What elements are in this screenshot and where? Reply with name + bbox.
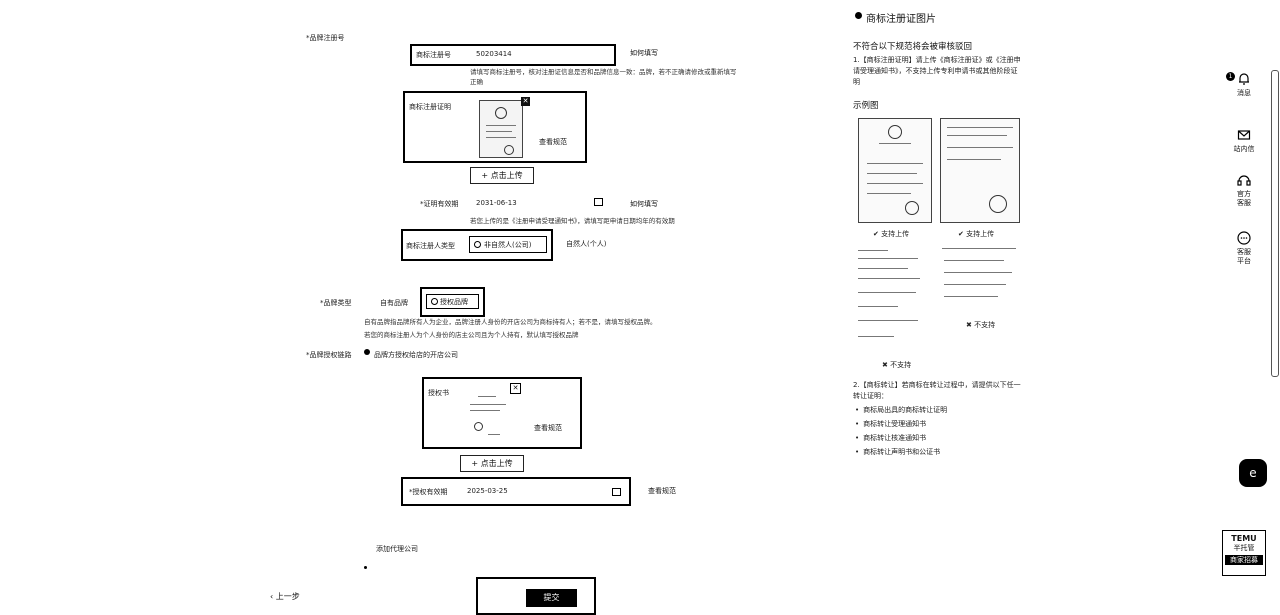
mail-icon	[1237, 130, 1251, 140]
panel-title: 商标注册证图片	[855, 10, 936, 25]
auth-valid-field[interactable]: *授权有效期 2025-03-25	[401, 477, 631, 506]
radio-checked-icon[interactable]	[364, 349, 370, 355]
check-circle-icon: ✔	[958, 230, 967, 238]
check-circle-icon: ✔	[873, 230, 882, 238]
transfer-proof-item: 商标转让受理通知书	[855, 419, 926, 429]
close-icon[interactable]: ✕	[510, 383, 521, 394]
info-icon	[855, 12, 862, 19]
example-image-4	[940, 246, 1018, 316]
trademark-hint: 请填写商标注册号，核对注册证信息是否和品牌信息一致：品牌，若不正确请修改或重新填…	[470, 68, 737, 86]
example-image-3	[856, 246, 928, 354]
close-icon[interactable]: ✕	[521, 97, 530, 106]
brand-type-own[interactable]: 自有品牌	[380, 299, 408, 307]
registrant-option-individual[interactable]: 自然人(个人)	[566, 240, 607, 248]
brand-type-label: *品牌类型	[320, 299, 352, 307]
chat-icon	[1237, 231, 1251, 245]
promo-cta: 商家招募	[1225, 555, 1263, 565]
cert-thumbnail[interactable]	[479, 100, 523, 158]
how-to-fill-link-2[interactable]: 如何填写	[630, 200, 658, 208]
support-label-1: ✔ 支持上传	[873, 230, 910, 238]
promo-title: TEMU	[1231, 534, 1257, 543]
sidebar-label: 官方客服	[1237, 190, 1251, 207]
promo-sub: 半托管	[1233, 544, 1255, 552]
not-support-label-2: ✖ 不支持	[882, 361, 912, 369]
sidebar-label: 消息	[1237, 89, 1251, 97]
trademark-no-label: 商标注册号	[416, 51, 451, 59]
auth-valid-value[interactable]: 2025-03-25	[467, 487, 508, 495]
brand-type-authorized[interactable]: 授权品牌	[420, 287, 485, 317]
trademark-no-field[interactable]: 商标注册号 50203414	[410, 44, 616, 66]
registrant-type-label: 商标注册人类型	[406, 242, 455, 250]
trademark-no-value[interactable]: 50203414	[476, 50, 512, 58]
auth-doc-upload-area: 授权书 ✕ 查看规范	[422, 377, 582, 449]
view-spec-link-3[interactable]: 查看规范	[648, 487, 676, 495]
sidebar-item-inbox[interactable]: 站内信	[1226, 128, 1262, 154]
bullet-dot	[364, 566, 367, 569]
view-spec-link[interactable]: 查看规范	[539, 138, 567, 146]
cert-valid-value[interactable]: 2031-06-13	[476, 199, 517, 207]
support-label-2: ✔ 支持上传	[958, 230, 995, 238]
sidebar-item-service-platform[interactable]: 客服平台	[1226, 230, 1262, 266]
registrant-type-field: 商标注册人类型 非自然人(公司)	[401, 229, 553, 261]
upload-button[interactable]: + 点击上传	[470, 167, 534, 184]
calendar-icon[interactable]	[594, 198, 603, 206]
registrant-option-company[interactable]: 非自然人(公司)	[469, 236, 547, 253]
promo-banner[interactable]: TEMU 半托管 商家招募	[1222, 530, 1266, 576]
headset-icon	[1237, 175, 1251, 186]
example-title: 示例图	[853, 101, 879, 111]
notification-badge: 1	[1226, 72, 1235, 81]
radio-checked-icon	[474, 241, 481, 248]
bell-icon	[1239, 73, 1249, 85]
transfer-proof-item: 商标转让核准通知书	[855, 433, 926, 443]
transfer-proof-item: 商标局出具的商标转让证明	[855, 405, 947, 415]
submit-button[interactable]: 提交	[526, 589, 577, 607]
sidebar-label: 客服平台	[1237, 248, 1251, 265]
view-spec-link-2[interactable]: 查看规范	[534, 424, 562, 432]
transfer-proof-item: 商标转让声明书和公证书	[855, 447, 940, 457]
logo-icon[interactable]: e	[1239, 459, 1267, 487]
prev-step-button[interactable]: ‹ 上一步	[270, 592, 300, 601]
calendar-icon[interactable]	[612, 488, 621, 496]
auth-doc-thumbnail[interactable]	[464, 386, 516, 438]
auth-doc-label: 授权书	[428, 389, 449, 397]
submit-button-frame: 提交	[476, 577, 596, 615]
panel-rule-2: 2.【商标转让】若商标在转让过程中，请提供以下任一转让证明：	[853, 381, 1021, 400]
panel-rule-1: 1.【商标注册证明】请上传《商标注册证》或《注册申请受理通知书》，不支持上传专利…	[853, 56, 1021, 86]
panel-subtitle: 不符合以下规范将会被审核驳回	[853, 42, 973, 52]
cert-valid-hint: 若您上传的是《注册申请受理通知书》，请填写距申请日期均年的有效期	[470, 217, 675, 225]
cert-label: 商标注册证明	[409, 103, 451, 111]
example-image-2	[940, 118, 1020, 223]
cert-valid-label: *证明有效期	[420, 200, 459, 208]
brand-type-hint: 自有品牌指品牌所有人为企业，品牌注册人身份的开店公司为商标持有人；若不是，请填写…	[364, 318, 657, 339]
brand-auth-label: *品牌授权链路	[306, 351, 352, 359]
sidebar-label: 站内信	[1233, 145, 1255, 153]
section-label-trademark: *品牌注册号	[306, 34, 345, 42]
brand-auth-option[interactable]: 品牌方授权给店的开店公司	[374, 351, 458, 359]
brand-type-authorized-pill: 授权品牌	[426, 294, 479, 309]
scrollbar[interactable]	[1271, 70, 1279, 377]
x-circle-icon: ✖	[882, 361, 891, 369]
cert-upload-area: 商标注册证明 ✕ 查看规范	[403, 91, 587, 163]
x-circle-icon: ✖	[966, 321, 975, 329]
chevron-left-icon: ‹	[270, 592, 276, 601]
upload-button-2[interactable]: + 点击上传	[460, 455, 524, 472]
sidebar-item-messages[interactable]: 1 消息	[1226, 72, 1262, 98]
auth-valid-label: *授权有效期	[409, 488, 448, 496]
add-agent-company-link[interactable]: 添加代理公司	[376, 545, 418, 553]
not-support-label-1: ✖ 不支持	[966, 321, 996, 329]
radio-checked-icon	[431, 298, 438, 305]
sidebar-item-official-service[interactable]: 官方客服	[1226, 172, 1262, 208]
example-image-1	[858, 118, 932, 223]
how-to-fill-link[interactable]: 如何填写	[630, 49, 658, 57]
